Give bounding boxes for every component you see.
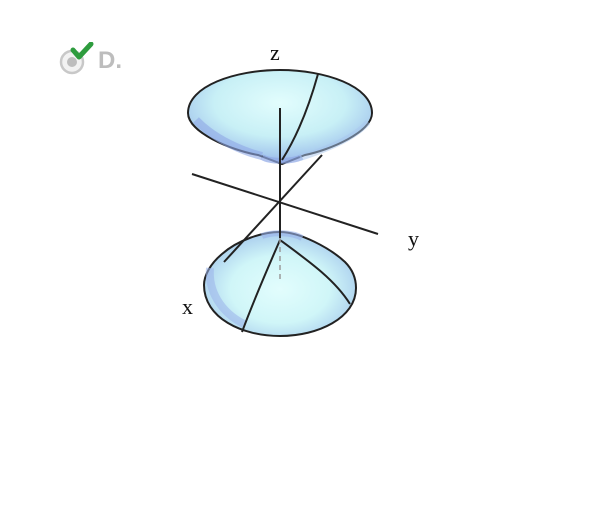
x-axis-line: [223, 154, 323, 263]
checkmark-icon: [70, 42, 94, 60]
y-axis-line: [191, 173, 379, 235]
z-axis-label: z: [270, 40, 280, 65]
radio-button[interactable]: [58, 42, 94, 78]
x-axis-label: x: [182, 294, 193, 319]
axes: [191, 154, 379, 263]
y-axis-label: y: [408, 226, 419, 251]
option-letter: D.: [98, 47, 122, 74]
upper-cone: [186, 68, 374, 166]
answer-option-d[interactable]: D.: [58, 42, 122, 78]
lower-cone: [202, 230, 358, 338]
